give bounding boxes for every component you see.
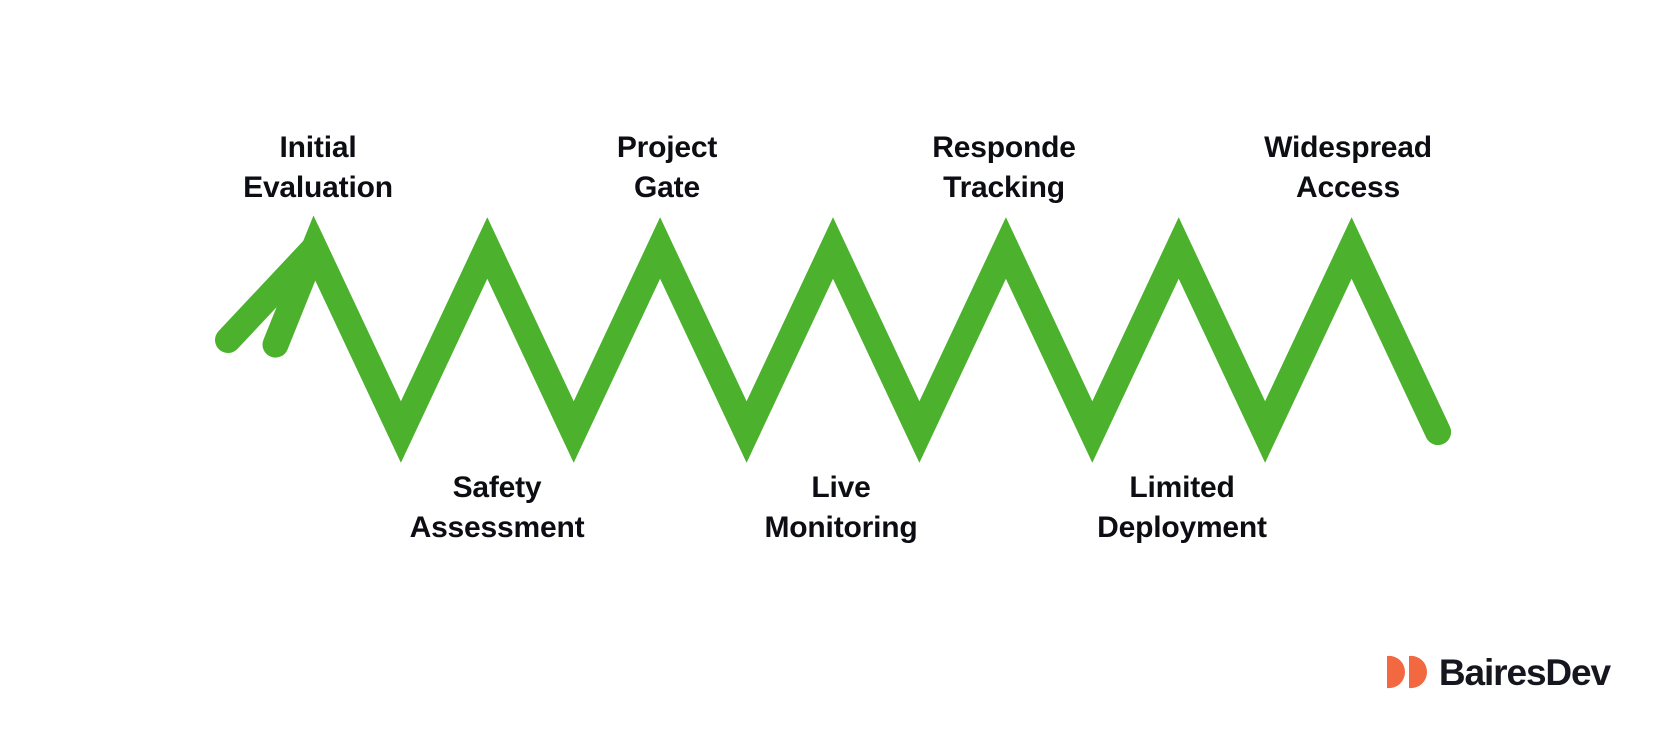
step-label-initial-evaluation: Initial Evaluation xyxy=(243,131,393,204)
bairesdev-logo: BairesDev xyxy=(1386,650,1611,694)
step-label-widespread-access: Widespread Access xyxy=(1264,131,1432,204)
bairesdev-logo-text: BairesDev xyxy=(1438,651,1611,693)
zigzag-strand-b xyxy=(262,215,1451,463)
zigzag-strand-a xyxy=(215,217,1451,463)
bairesdev-logo-mark-icon xyxy=(1386,655,1427,689)
step-label-limited-deployment: Limited Deployment xyxy=(1097,471,1267,544)
step-label-project-gate: Project Gate xyxy=(616,131,718,204)
step-label-responde-tracking: Responde Tracking xyxy=(932,131,1076,204)
step-label-live-monitoring: Live Monitoring xyxy=(764,471,918,544)
step-label-safety-assessment: Safety Assessment xyxy=(409,471,585,544)
